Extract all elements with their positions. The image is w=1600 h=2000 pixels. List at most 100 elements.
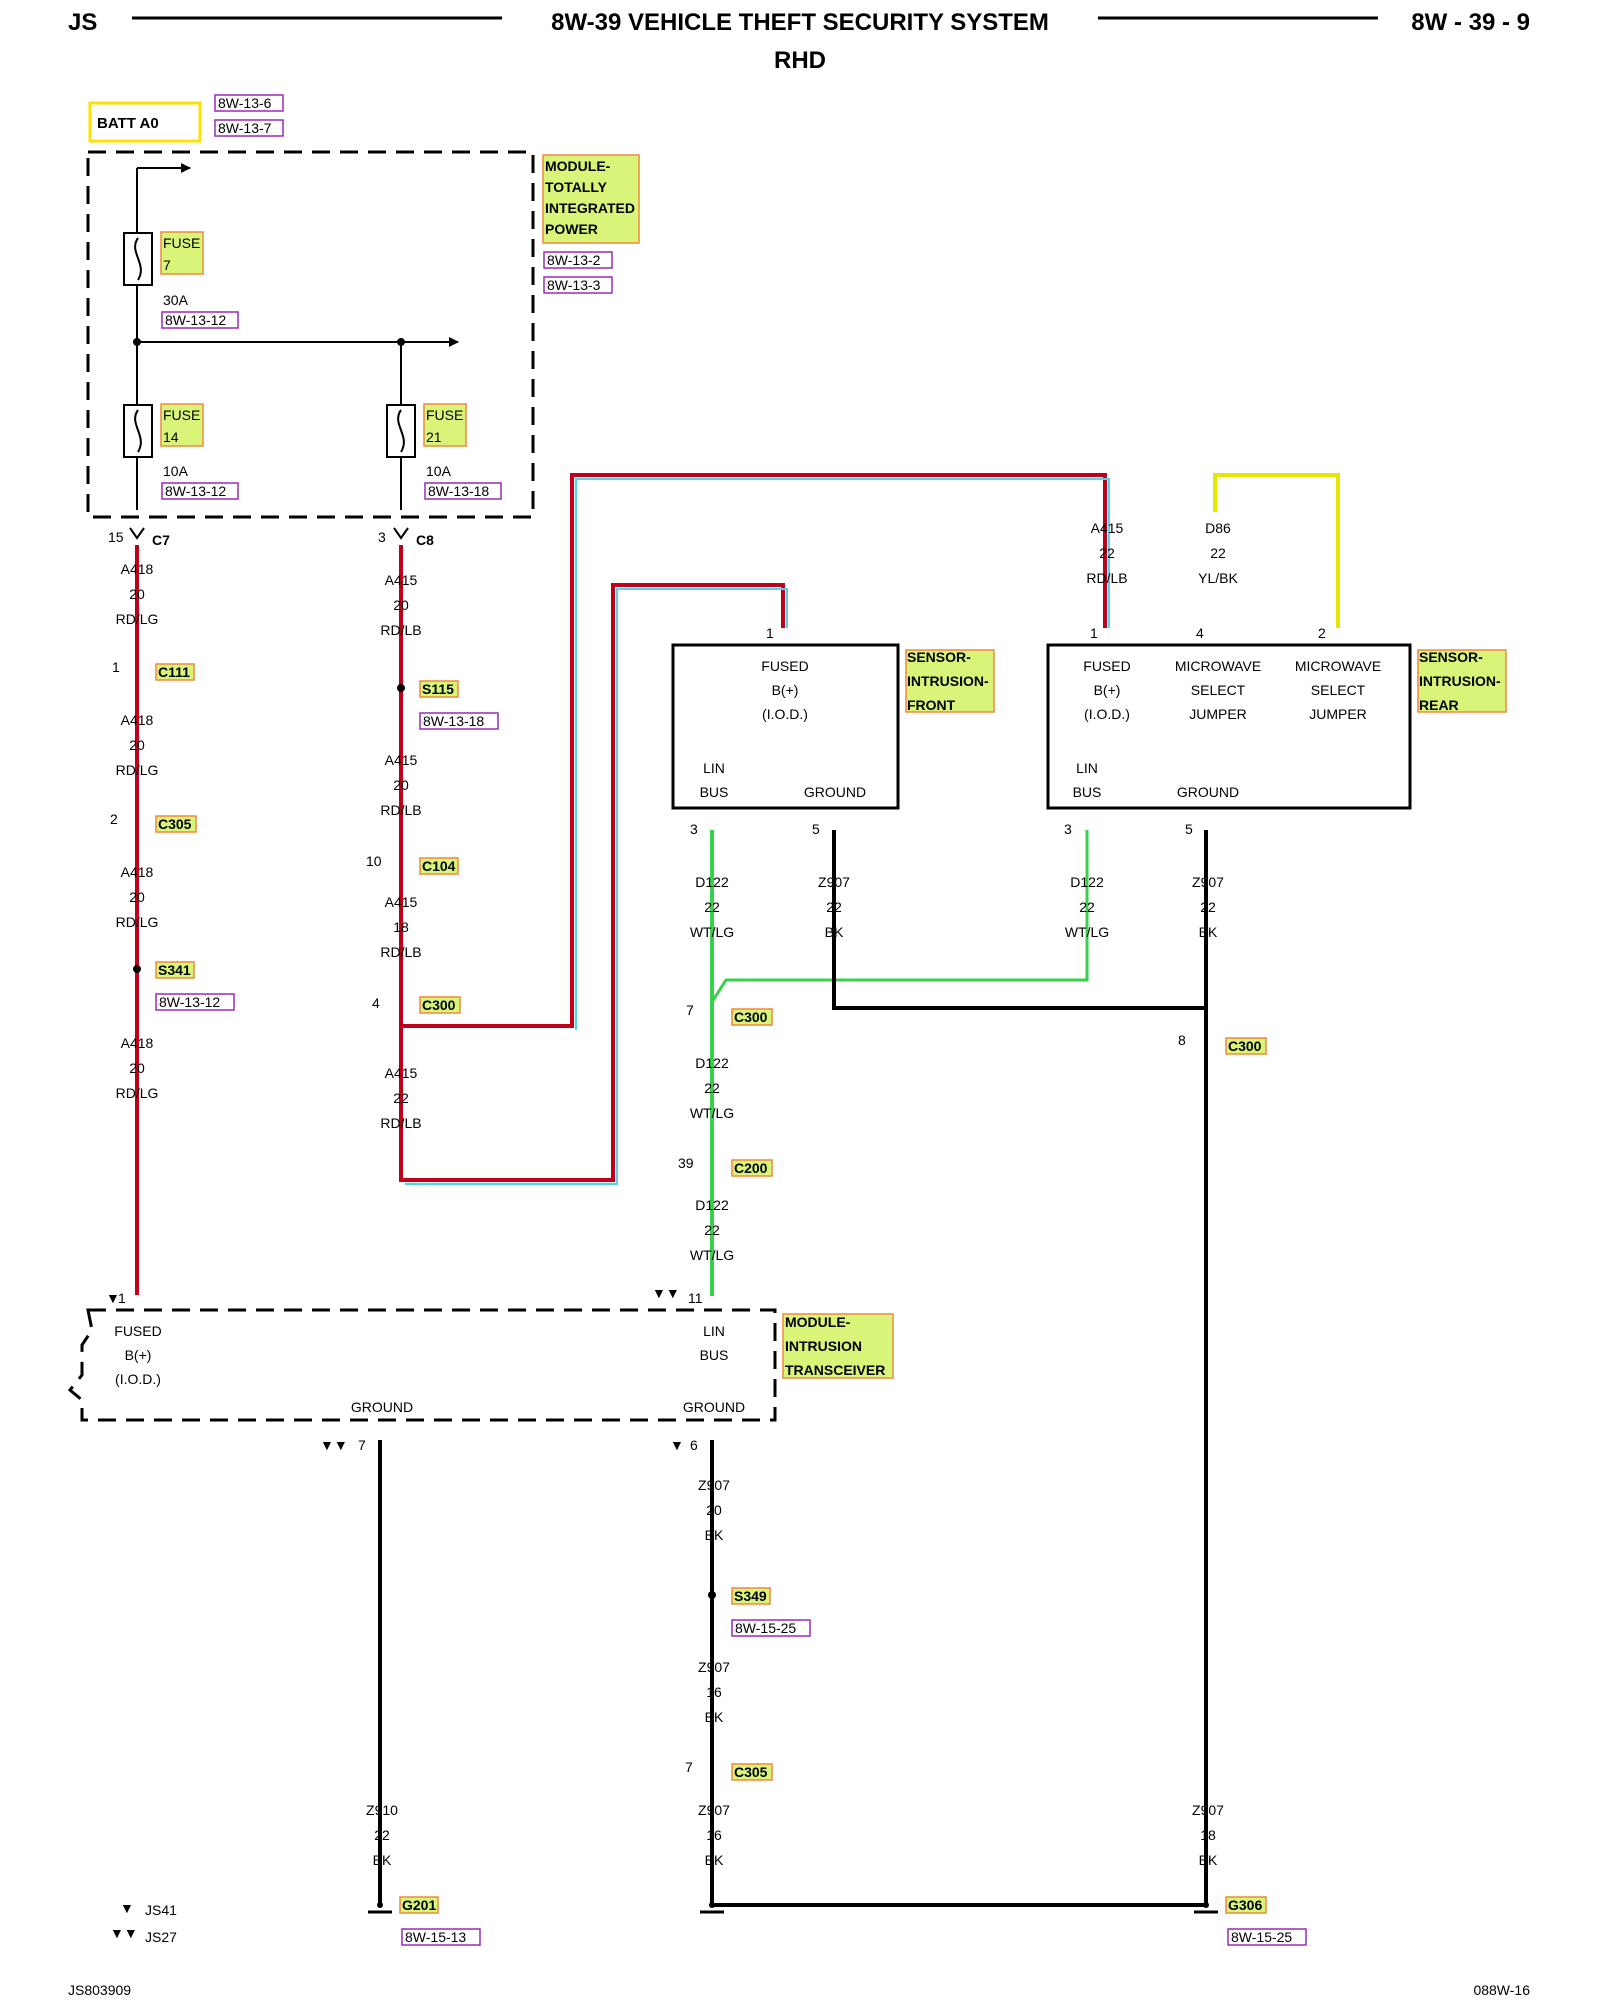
svg-text:REAR: REAR	[1419, 697, 1459, 713]
svg-text:A415: A415	[1091, 520, 1124, 536]
svg-text:Z907: Z907	[698, 1477, 730, 1493]
svg-text:G306: G306	[1228, 1897, 1262, 1913]
s349-splice: S349 8W-15-25	[708, 1587, 811, 1637]
c300-connector-c: 8 C300	[1178, 1032, 1267, 1055]
svg-text:FUSED: FUSED	[761, 658, 808, 674]
svg-text:11: 11	[688, 1290, 703, 1306]
svg-text:1: 1	[118, 1290, 126, 1306]
svg-text:20: 20	[393, 777, 409, 793]
wire-label-a418-1: A418 20 RD/LG	[116, 561, 159, 627]
svg-text:(I.O.D.): (I.O.D.)	[762, 706, 808, 722]
batt-label: BATT A0	[97, 115, 159, 132]
svg-text:D122: D122	[695, 874, 729, 890]
sensor-front-label: SENSOR- INTRUSION- FRONT	[905, 649, 995, 713]
wire-label-d122-c: D122 22 WT/LG	[690, 1197, 734, 1263]
svg-text:(I.O.D.): (I.O.D.)	[115, 1371, 161, 1387]
wire-a415-c8	[399, 545, 785, 1182]
svg-text:2: 2	[110, 811, 118, 827]
fuse21-ref[interactable]: 8W-13-18	[428, 483, 489, 499]
tipm-ref-2[interactable]: 8W-13-3	[547, 277, 601, 293]
svg-text:5: 5	[1185, 821, 1193, 837]
svg-text:WT/LG: WT/LG	[690, 924, 734, 940]
svg-text:JUMPER: JUMPER	[1189, 706, 1247, 722]
svg-text:C7: C7	[152, 532, 170, 548]
svg-text:22: 22	[704, 1080, 720, 1096]
svg-text:A415: A415	[385, 1065, 418, 1081]
svg-text:B(+): B(+)	[772, 682, 799, 698]
wire-label-z907-rear: Z907 22 BK	[1192, 874, 1224, 940]
wire-label-a415-3: A415 18 RD/LB	[380, 894, 421, 960]
svg-text:3: 3	[378, 529, 386, 545]
svg-text:8: 8	[1178, 1032, 1186, 1048]
g201-ref[interactable]: 8W-15-13	[405, 1929, 466, 1945]
wire-label-a418-3: A418 20 RD/LG	[116, 864, 159, 930]
svg-text:D122: D122	[1070, 874, 1104, 890]
batt-ref-2[interactable]: 8W-13-7	[218, 120, 272, 136]
wire-label-a415-4: A415 22 RD/LB	[380, 1065, 421, 1131]
svg-text:20: 20	[129, 889, 145, 905]
wire-d86	[1213, 473, 1340, 628]
wire-label-a418-2: A418 20 RD/LG	[116, 712, 159, 778]
svg-text:BK: BK	[1199, 1852, 1218, 1868]
svg-text:20: 20	[706, 1502, 722, 1518]
svg-text:YL/BK: YL/BK	[1198, 570, 1238, 586]
svg-text:18: 18	[1200, 1827, 1216, 1843]
legend: ▼ JS41 ▼▼ JS27	[110, 1900, 177, 1945]
c300-connector-a: 4 C300	[372, 995, 461, 1014]
batt-ref-1[interactable]: 8W-13-6	[218, 95, 272, 111]
svg-text:MICROWAVE: MICROWAVE	[1295, 658, 1381, 674]
c7-connector: 15 C7	[108, 527, 170, 548]
c305-connector-a: 2 C305	[110, 811, 197, 833]
svg-text:(I.O.D.): (I.O.D.)	[1084, 706, 1130, 722]
s349-ref[interactable]: 8W-15-25	[735, 1620, 796, 1636]
svg-text:FUSE: FUSE	[163, 235, 200, 251]
page-subtitle: RHD	[774, 47, 826, 74]
c8-connector: 3 C8	[378, 527, 434, 548]
batt-refs: 8W-13-6 8W-13-7	[214, 94, 284, 137]
tipm-ref-1[interactable]: 8W-13-2	[547, 252, 601, 268]
svg-text:▼: ▼	[120, 1900, 134, 1916]
svg-text:SELECT: SELECT	[1191, 682, 1246, 698]
svg-text:10A: 10A	[426, 463, 452, 479]
wire-label-z907-b: Z907 16 BK	[698, 1659, 730, 1725]
wire-a415-cyan	[405, 588, 788, 1185]
svg-text:Z907: Z907	[698, 1659, 730, 1675]
s341-ref[interactable]: 8W-13-12	[159, 994, 220, 1010]
svg-text:16: 16	[706, 1684, 722, 1700]
svg-text:S341: S341	[158, 962, 191, 978]
s115-ref[interactable]: 8W-13-18	[423, 713, 484, 729]
svg-text:JS27: JS27	[145, 1929, 177, 1945]
svg-text:C300: C300	[422, 997, 456, 1013]
sensor-intrusion-rear: 1 4 2 FUSED B(+) (I.O.D.) MICROWAVE SELE…	[1046, 625, 1412, 837]
svg-text:1: 1	[766, 625, 774, 641]
svg-text:C111: C111	[158, 664, 190, 680]
s341-splice: S341 8W-13-12	[133, 961, 235, 1011]
svg-text:BK: BK	[705, 1852, 724, 1868]
svg-text:G201: G201	[402, 1897, 436, 1913]
svg-text:RD/LB: RD/LB	[1086, 570, 1127, 586]
svg-text:FUSE: FUSE	[426, 407, 463, 423]
tipm-dashed-box	[86, 150, 535, 519]
svg-text:RD/LG: RD/LG	[116, 762, 159, 778]
svg-text:10A: 10A	[163, 463, 189, 479]
svg-text:39: 39	[678, 1155, 694, 1171]
svg-text:1: 1	[1090, 625, 1098, 641]
svg-text:LIN: LIN	[703, 1323, 725, 1339]
svg-text:TOTALLY: TOTALLY	[545, 179, 608, 195]
fuse7-ref[interactable]: 8W-13-12	[165, 312, 226, 328]
footer-left: JS803909	[68, 1982, 131, 1998]
svg-text:WT/LG: WT/LG	[690, 1105, 734, 1121]
svg-text:21: 21	[426, 429, 442, 445]
svg-text:▼: ▼	[106, 1290, 120, 1306]
transceiver-label: MODULE- INTRUSION TRANSCEIVER	[782, 1313, 894, 1379]
wire-label-d122-rear: D122 22 WT/LG	[1065, 874, 1109, 940]
svg-text:2: 2	[1318, 625, 1326, 641]
svg-text:10: 10	[366, 853, 382, 869]
wire-label-z907-a: Z907 20 BK	[698, 1477, 730, 1543]
svg-text:BK: BK	[1199, 924, 1218, 940]
svg-text:7: 7	[163, 257, 171, 273]
svg-text:Z910: Z910	[366, 1802, 398, 1818]
wire-a415-rear	[399, 473, 1107, 1028]
fuse14-ref[interactable]: 8W-13-12	[165, 483, 226, 499]
g306-ref[interactable]: 8W-15-25	[1231, 1929, 1292, 1945]
